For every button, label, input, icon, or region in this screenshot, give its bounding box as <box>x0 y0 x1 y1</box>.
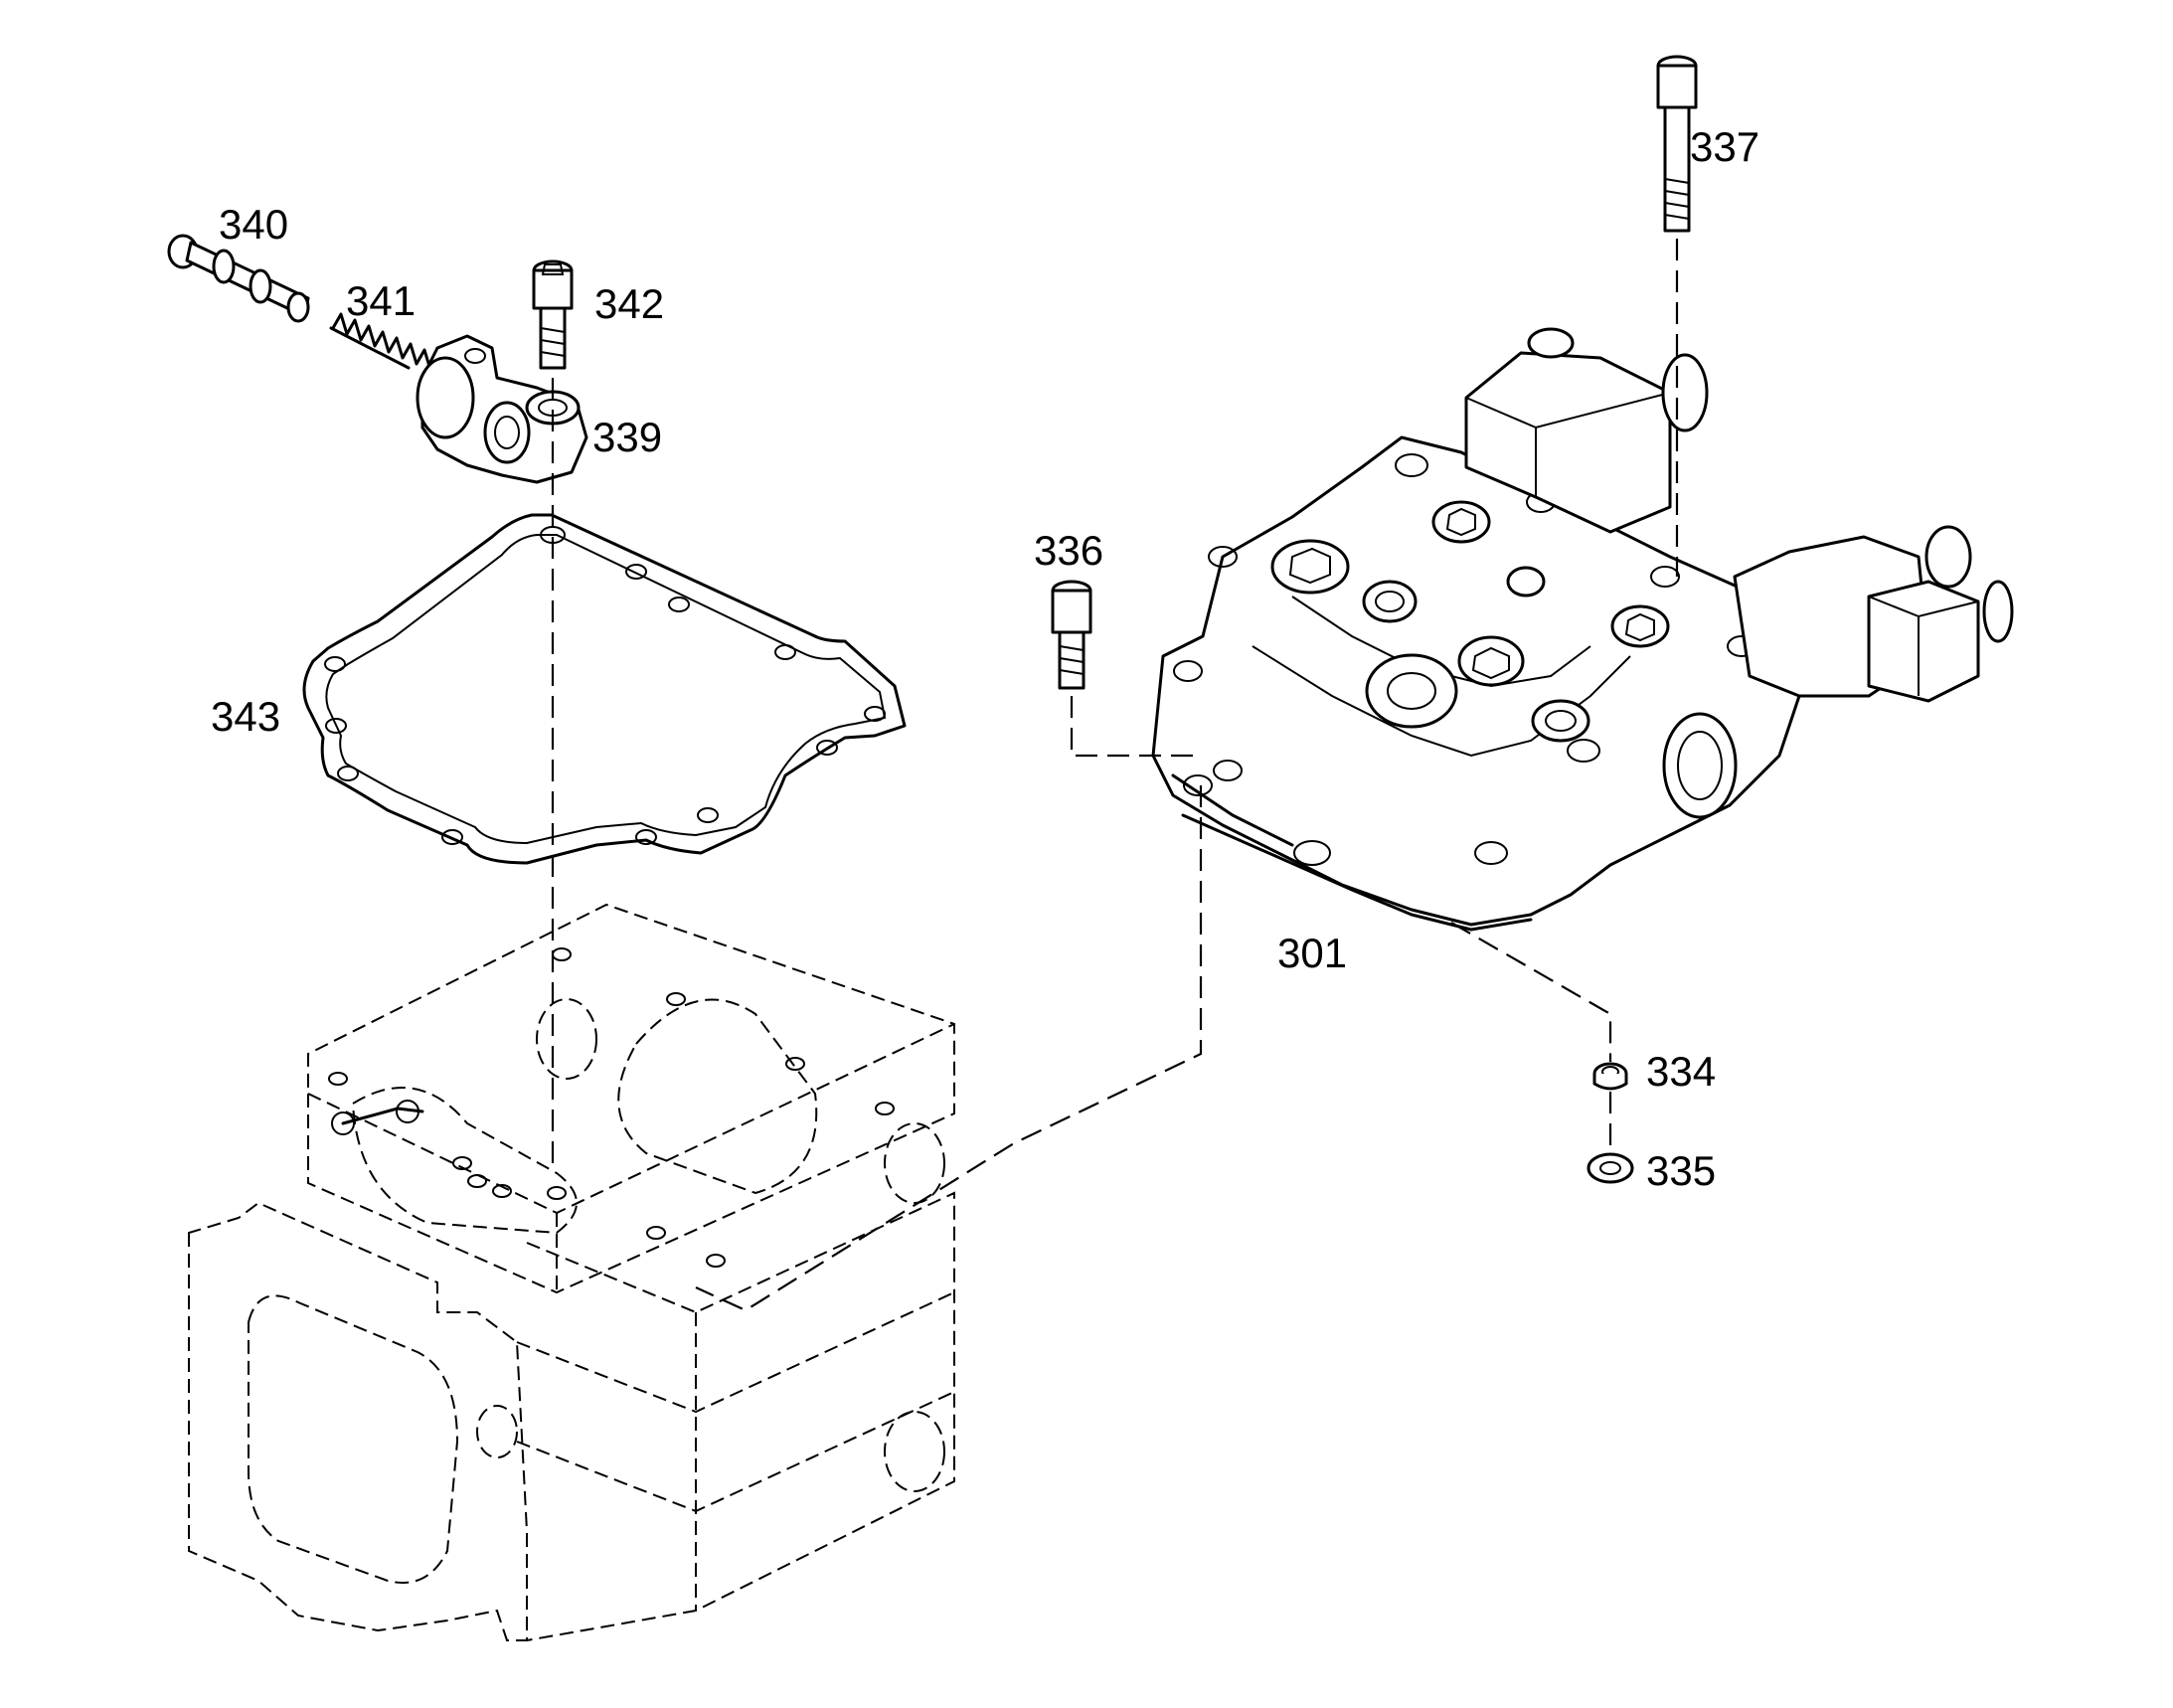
part-336-cap-screw <box>1051 580 1092 690</box>
callout-337: 337 <box>1690 123 1760 170</box>
part-342-cap-screw <box>532 259 574 370</box>
callout-334: 334 <box>1646 1048 1717 1095</box>
part-334-nut <box>1592 1062 1628 1091</box>
part-340-valve-plunger <box>167 234 310 323</box>
callout-336: 336 <box>1034 527 1104 574</box>
callout-335: 335 <box>1646 1147 1717 1194</box>
part-301-control-valve-housing <box>1151 327 2014 932</box>
part-335-washer <box>1587 1152 1634 1184</box>
callout-301: 301 <box>1277 930 1348 976</box>
callout-343: 343 <box>211 693 281 740</box>
part-341-spring <box>329 312 432 372</box>
callout-341: 341 <box>346 277 417 324</box>
phantom-transmission-housing <box>188 903 955 1641</box>
callout-342: 342 <box>594 280 665 327</box>
part-343-gasket <box>302 513 907 865</box>
assembly-leader-lines <box>551 239 1679 1312</box>
part-337-long-cap-screw <box>1656 55 1698 233</box>
callout-339: 339 <box>592 414 663 460</box>
part-339-valve-housing <box>416 334 588 484</box>
callout-340: 340 <box>219 201 289 248</box>
